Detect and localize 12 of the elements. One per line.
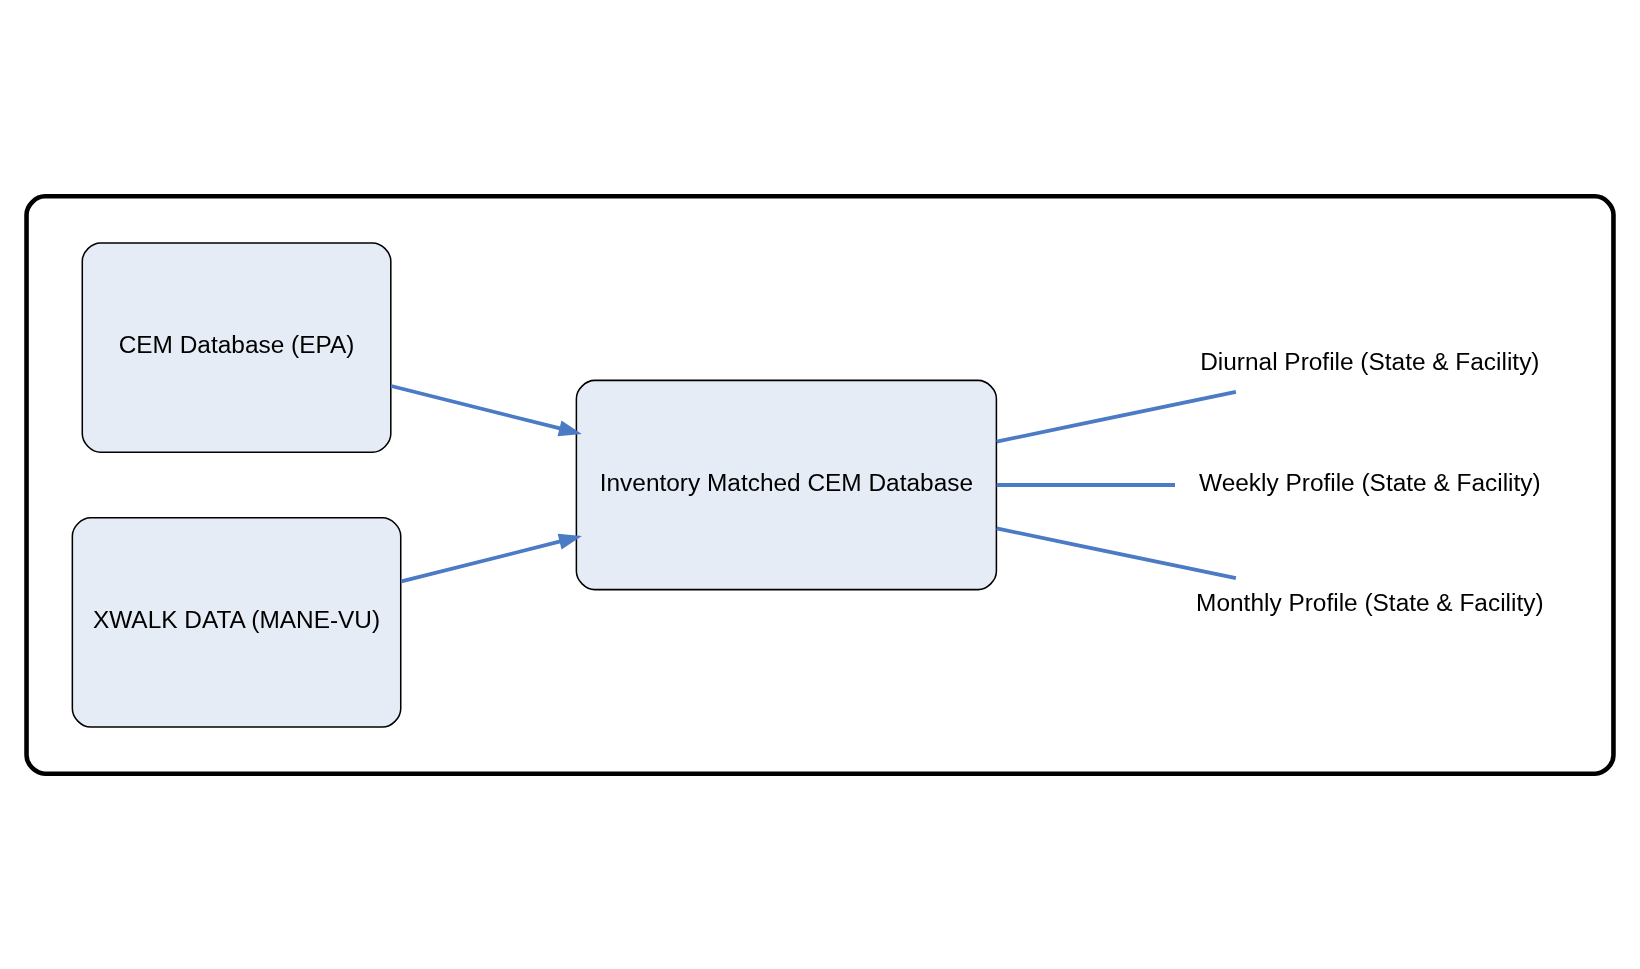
cluster (24, 193, 1616, 776)
node-text: Monthly Profile (State & Facility) (1196, 588, 1544, 616)
node-box: Inventory Matched CEM Database (575, 379, 998, 590)
connector (996, 389, 1237, 443)
node-box: XWALK DATA (MANE-VU) (71, 516, 402, 728)
node-text: Weekly Profile (State & Facility) (1199, 468, 1541, 496)
connector (996, 482, 1175, 487)
connector (996, 526, 1237, 580)
node-text: Diurnal Profile (State & Facility) (1200, 347, 1540, 375)
arrow (400, 533, 582, 583)
node-box: CEM Database (EPA) (81, 241, 392, 453)
arrow (390, 383, 582, 436)
